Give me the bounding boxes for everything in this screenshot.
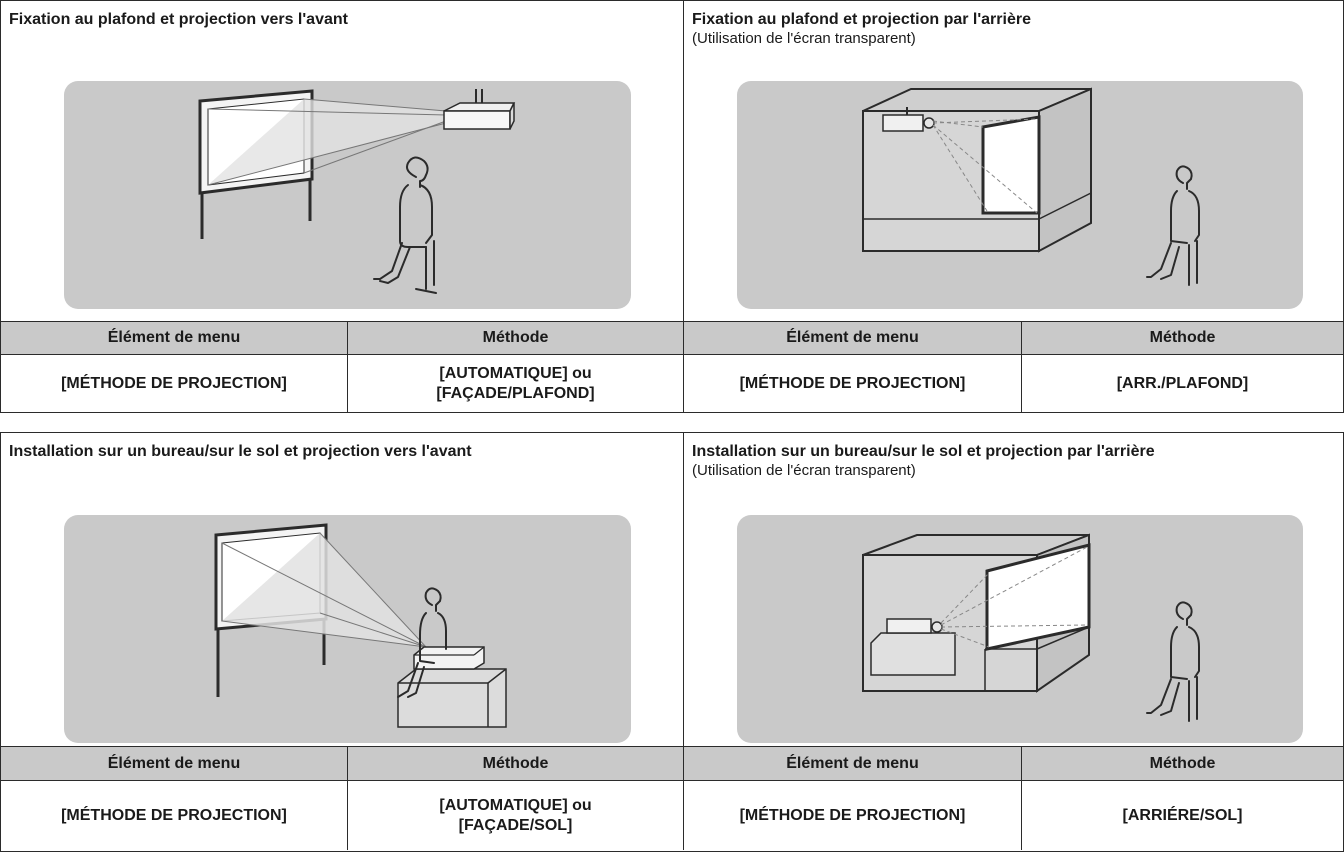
table-header-menu-item: Élément de menu	[1, 746, 348, 780]
cell-line: [MÉTHODE DE PROJECTION]	[61, 806, 287, 824]
ceiling-rear-cell: Fixation au plafond et projection par l'…	[684, 1, 1343, 321]
table-cell-method: [AUTOMATIQUE] ou [FAÇADE/SOL]	[348, 780, 684, 850]
section-title: Installation sur un bureau/sur le sol et…	[9, 443, 472, 460]
table-header-menu-item: Élément de menu	[1, 321, 348, 354]
section-title: Installation sur un bureau/sur le sol et…	[692, 443, 1155, 460]
table-header-method: Méthode	[1022, 746, 1343, 780]
section-subtitle: (Utilisation de l'écran transparent)	[692, 462, 916, 479]
desk-rear-cell: Installation sur un bureau/sur le sol et…	[684, 433, 1343, 746]
ceiling-front-cell: Fixation au plafond et projection vers l…	[1, 1, 684, 321]
desk-front-cell: Installation sur un bureau/sur le sol et…	[1, 433, 684, 746]
table-header-method: Méthode	[348, 321, 684, 354]
table-header-method: Méthode	[1022, 321, 1343, 354]
table-header-method: Méthode	[348, 746, 684, 780]
table-cell-method: [ARR./PLAFOND]	[1022, 354, 1343, 412]
ceiling-front-projection-illustration	[64, 81, 631, 309]
cell-line: [MÉTHODE DE PROJECTION]	[739, 374, 966, 392]
table-cell-method: [ARRIÉRE/SOL]	[1022, 780, 1343, 850]
table-header-menu-item: Élément de menu	[684, 746, 1022, 780]
cell-line: [AUTOMATIQUE] ou	[439, 364, 592, 382]
cell-line: [MÉTHODE DE PROJECTION]	[739, 806, 966, 824]
cell-line: [ARRIÉRE/SOL]	[1122, 806, 1243, 824]
desk-front-projection-illustration	[64, 515, 631, 743]
cell-line: [FAÇADE/PLAFOND]	[436, 384, 595, 402]
ceiling-rear-projection-illustration	[737, 81, 1303, 309]
desk-rear-projection-illustration	[737, 515, 1303, 743]
table-cell-menu-item: [MÉTHODE DE PROJECTION]	[1, 780, 348, 850]
table-cell-method: [AUTOMATIQUE] ou [FAÇADE/PLAFOND]	[348, 354, 684, 412]
cell-line: [MÉTHODE DE PROJECTION]	[61, 374, 287, 392]
table-cell-menu-item: [MÉTHODE DE PROJECTION]	[684, 354, 1022, 412]
table-cell-menu-item: [MÉTHODE DE PROJECTION]	[684, 780, 1022, 850]
cell-line: [AUTOMATIQUE] ou	[439, 796, 592, 814]
cell-line: [ARR./PLAFOND]	[1116, 374, 1249, 392]
section-subtitle: (Utilisation de l'écran transparent)	[692, 30, 916, 47]
cell-line: [FAÇADE/SOL]	[458, 816, 573, 834]
section-title: Fixation au plafond et projection vers l…	[9, 11, 348, 28]
table-header-menu-item: Élément de menu	[684, 321, 1022, 354]
installation-section-desk: Installation sur un bureau/sur le sol et…	[0, 432, 1344, 852]
section-title: Fixation au plafond et projection par l'…	[692, 11, 1031, 28]
table-cell-menu-item: [MÉTHODE DE PROJECTION]	[1, 354, 348, 412]
installation-section-ceiling: Fixation au plafond et projection vers l…	[0, 0, 1344, 413]
